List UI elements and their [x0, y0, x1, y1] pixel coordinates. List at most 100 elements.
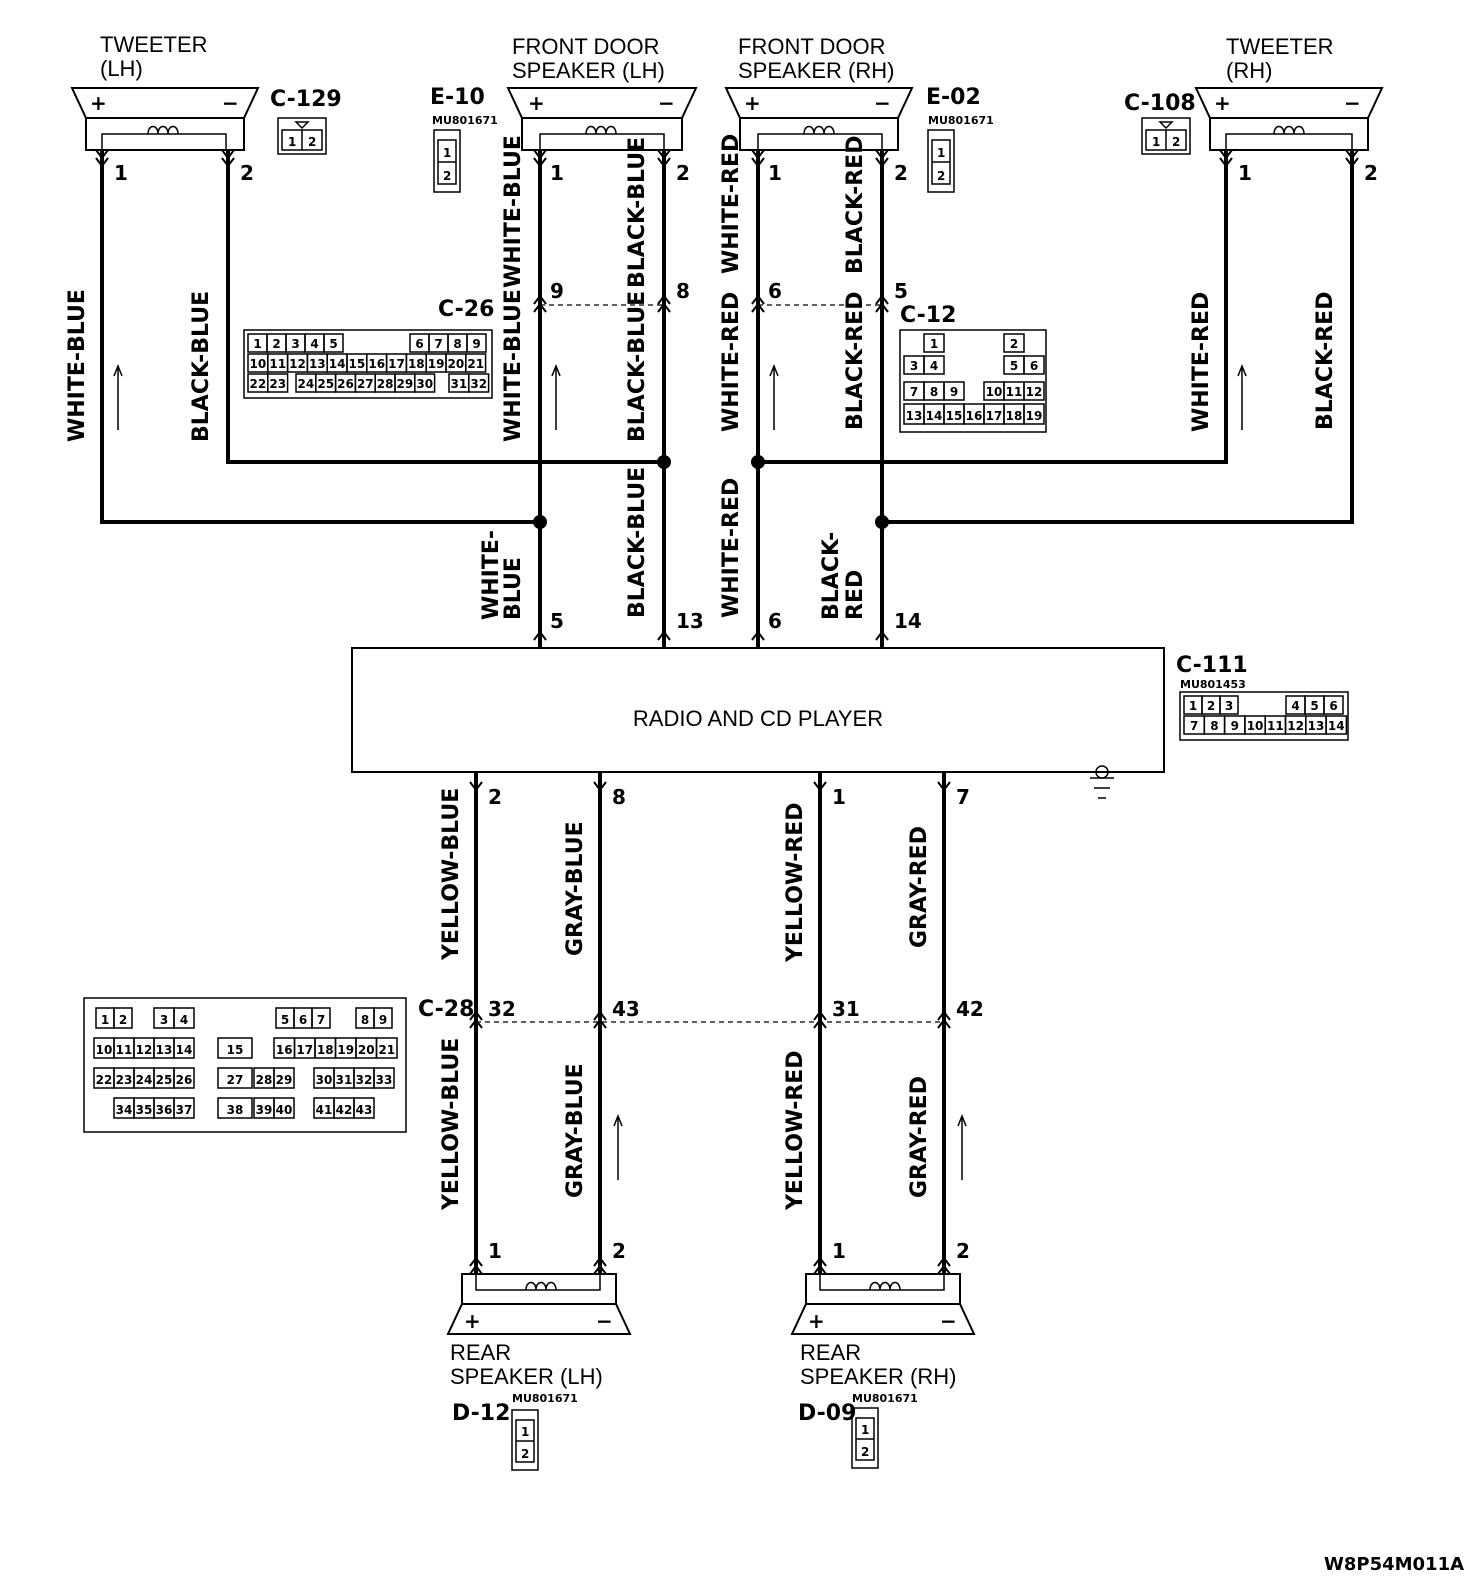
- connector-pin-number: 9: [1231, 719, 1239, 733]
- connector-pin-number: 28: [256, 1073, 273, 1087]
- connector-cell: [1023, 355, 1045, 375]
- connector-pin-number: 41: [316, 1103, 333, 1117]
- connector-pin-number: 10: [96, 1043, 113, 1057]
- connector-pin-number: 39: [256, 1103, 273, 1117]
- connector-pin-number: 1: [1189, 699, 1197, 713]
- connector-pin-number: 8: [930, 385, 938, 399]
- tweeter-rh-connector: C-108: [1124, 91, 1196, 116]
- front-door-rh-plus: +: [744, 91, 761, 115]
- rear-rh-part: MU801671: [852, 1392, 918, 1405]
- pin-label: 1: [488, 1239, 502, 1263]
- pin-label: 2: [612, 1239, 626, 1263]
- wire-label: YELLOW-RED: [783, 1050, 808, 1211]
- connector-cell: [1023, 381, 1045, 401]
- connector-cell: [173, 1037, 195, 1059]
- c12-label: C-12: [900, 303, 956, 328]
- rear-rh-plus: +: [808, 1309, 825, 1333]
- connector-pin-number: 36: [156, 1103, 173, 1117]
- tweeter-lh-side: (LH): [100, 56, 143, 81]
- connector-cell: [273, 1097, 295, 1119]
- rear-rh-connector: D-09: [798, 1401, 856, 1426]
- connector-pin-number: 16: [966, 409, 983, 423]
- connector-pin-number: 20: [358, 1043, 375, 1057]
- connector-pin-number: 3: [291, 337, 299, 351]
- connector-pin-number: 14: [176, 1043, 193, 1057]
- connector-pin-number: 42: [336, 1103, 353, 1117]
- junction-dot: [751, 455, 765, 469]
- front-door-lh-plus: +: [528, 91, 545, 115]
- rear-rh-coil-leads: [819, 1274, 945, 1291]
- connector-pin-number: 14: [329, 357, 346, 371]
- pin-label: 8: [612, 785, 626, 809]
- pin-label: 14: [894, 609, 922, 633]
- e02-pin-2: 2: [937, 169, 945, 183]
- connector-pin-number: 6: [1030, 359, 1038, 373]
- front-door-lh-sub: SPEAKER (LH): [512, 58, 665, 83]
- connector-cell: [267, 373, 289, 393]
- wire-label: WHITE-RED: [719, 134, 744, 274]
- tweeter-rh-coil-leads: [1225, 133, 1353, 150]
- rear-lh-sub: SPEAKER (LH): [450, 1364, 603, 1389]
- d12-pin-1: 1: [521, 1425, 529, 1439]
- front-door-lh-part: MU801671: [432, 114, 498, 127]
- rear-speaker-rh: + − REAR SPEAKER (RH) D-09 MU801671: [790, 1273, 976, 1426]
- connector-pin-number: 30: [316, 1073, 333, 1087]
- wire-label: WHITE-RED: [719, 292, 744, 432]
- connector-cell: [943, 381, 965, 401]
- connector-pin-number: 17: [986, 409, 1003, 423]
- tweeter-lh-coil-icon: [147, 125, 179, 135]
- e10-face: 1 2: [433, 129, 461, 193]
- connector-pin-number: 8: [361, 1013, 369, 1027]
- connector-pin-number: 29: [397, 377, 414, 391]
- connector-pin-number: 1: [930, 337, 938, 351]
- connector-cell: [468, 373, 490, 393]
- connector-pin-number: 13: [309, 357, 326, 371]
- tweeter-rh: TWEETER (RH) + − C-108: [1124, 34, 1384, 151]
- rear-lh-coil-leads: [475, 1274, 601, 1291]
- connector-cell: [1003, 333, 1025, 353]
- connector-cell: [173, 1007, 195, 1029]
- connector-cell: [217, 1037, 253, 1059]
- connector-pin-number: 11: [1006, 385, 1023, 399]
- wire-label: YELLOW-BLUE: [439, 788, 464, 961]
- front-door-rh-body: [739, 117, 899, 151]
- pin-label: 2: [956, 1239, 970, 1263]
- wire-label: BLACK-RED: [843, 292, 868, 430]
- connector-pin-number: 18: [408, 357, 425, 371]
- pin-label: 1: [1238, 161, 1252, 185]
- front-door-lh-coil-leads: [539, 133, 665, 150]
- connector-pin-number: 10: [1247, 719, 1264, 733]
- connector-pin-number: 23: [116, 1073, 133, 1087]
- connector-pin-number: 12: [136, 1043, 153, 1057]
- connector-pin-number: 6: [415, 337, 423, 351]
- connector-cell: [414, 373, 436, 393]
- pin-label: 13: [676, 609, 704, 633]
- wire-label: BLACK-BLUE: [625, 291, 650, 442]
- e10-pin-1: 1: [443, 146, 451, 160]
- connector-pin-number: 29: [276, 1073, 293, 1087]
- connector-cell: [923, 355, 945, 375]
- connector-pin-number: 24: [298, 377, 315, 391]
- connector-pin-number: 43: [356, 1103, 373, 1117]
- connector-pin-number: 5: [329, 337, 337, 351]
- connector-pin-number: 18: [1006, 409, 1023, 423]
- front-door-lh-connector: E-10: [430, 85, 485, 110]
- front-door-lh-minus: −: [658, 91, 675, 115]
- connector-cell: [466, 333, 487, 353]
- wire-label: GRAY-BLUE: [563, 1063, 588, 1198]
- c129-pin-1: 1: [288, 135, 296, 149]
- top-pin-chevrons: [95, 149, 1359, 641]
- connector-pin-number: 16: [368, 357, 385, 371]
- top-wire-labels: WHITE-BLUE BLACK-BLUE WHITE-BLUE BLACK-B…: [65, 134, 1338, 620]
- connector-pin-number: 19: [1026, 409, 1043, 423]
- front-door-rh-coil-leads: [757, 133, 883, 150]
- rear-lh-cone: [446, 1303, 632, 1335]
- connector-pin-number: 3: [160, 1013, 168, 1027]
- connector-pin-number: 3: [910, 359, 918, 373]
- connector-cell: [173, 1097, 195, 1119]
- junction-dot: [875, 515, 889, 529]
- connector-pin-number: 30: [416, 377, 433, 391]
- connector-pin-number: 28: [377, 377, 394, 391]
- connector-pin-number: 18: [317, 1043, 334, 1057]
- d12-face: 1 2: [511, 1409, 539, 1471]
